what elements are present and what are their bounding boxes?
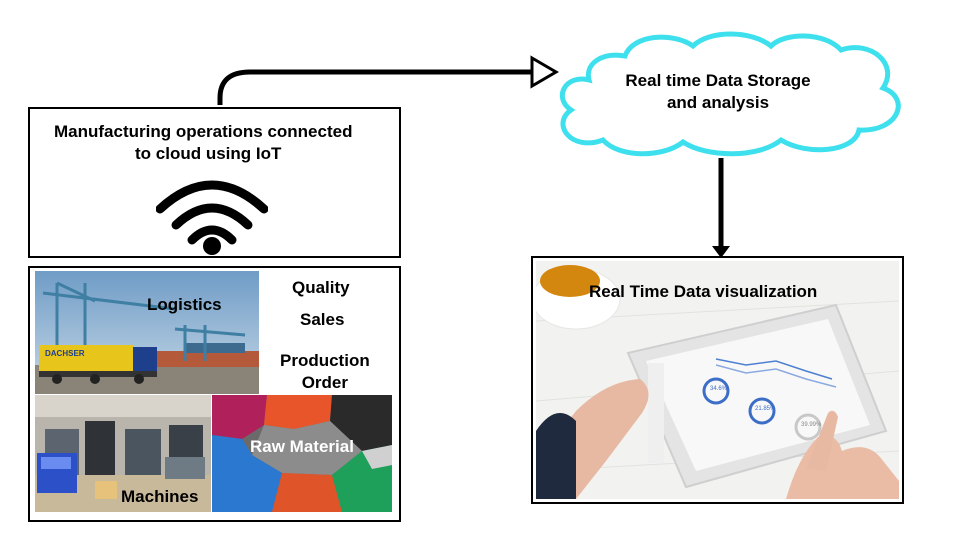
wifi-icon [156,180,268,255]
viz-stat-1: 34.6% [710,386,728,392]
machines-photo: Machines [35,395,211,512]
iot-title-line1: Manufacturing operations connected [54,122,353,141]
iot-title-line2: to cloud using IoT [135,144,282,163]
cloud-label-line2: and analysis [666,93,770,112]
truck-brand-text: DACHSER [45,349,85,358]
logistics-label: Logistics [147,295,222,314]
iot-box: Manufacturing operations connected to cl… [28,107,401,258]
machines-image [35,395,211,512]
iot-title: Manufacturing operations connected to cl… [30,121,399,165]
cloud-to-viz-arrowhead [712,246,730,258]
visualization-title: Real Time Data visualization [589,282,818,301]
raw-material-image [212,395,392,512]
production-label-line2: Order [301,373,348,392]
tablet-photo [536,261,899,499]
raw-material-label: Raw Material [250,437,354,456]
raw-material-photo: Raw Material [212,395,392,512]
cloud-label: Real time Data Storage and analysis [598,70,838,114]
cloud-label-line1: Real time Data Storage [625,71,811,90]
quality-label: Quality [292,278,350,297]
machines-label: Machines [121,487,199,506]
cloud-shape [559,31,901,157]
iot-to-cloud-arrowhead [530,55,559,89]
sales-label: Sales [300,310,345,329]
production-order-label: Production Order [280,350,370,394]
production-label-line1: Production [280,351,370,370]
logistics-image [35,271,259,394]
iot-to-cloud-arrow [217,69,532,105]
visualization-box: 34.6% 21.85% 39.99% Real Time Data visua… [531,256,904,504]
operations-box: DACHSER Logistics Quality Sales Producti… [28,266,401,522]
logistics-photo: DACHSER Logistics [35,271,259,394]
viz-stat-2: 21.85% [755,406,776,412]
viz-stat-3: 39.99% [801,422,822,428]
